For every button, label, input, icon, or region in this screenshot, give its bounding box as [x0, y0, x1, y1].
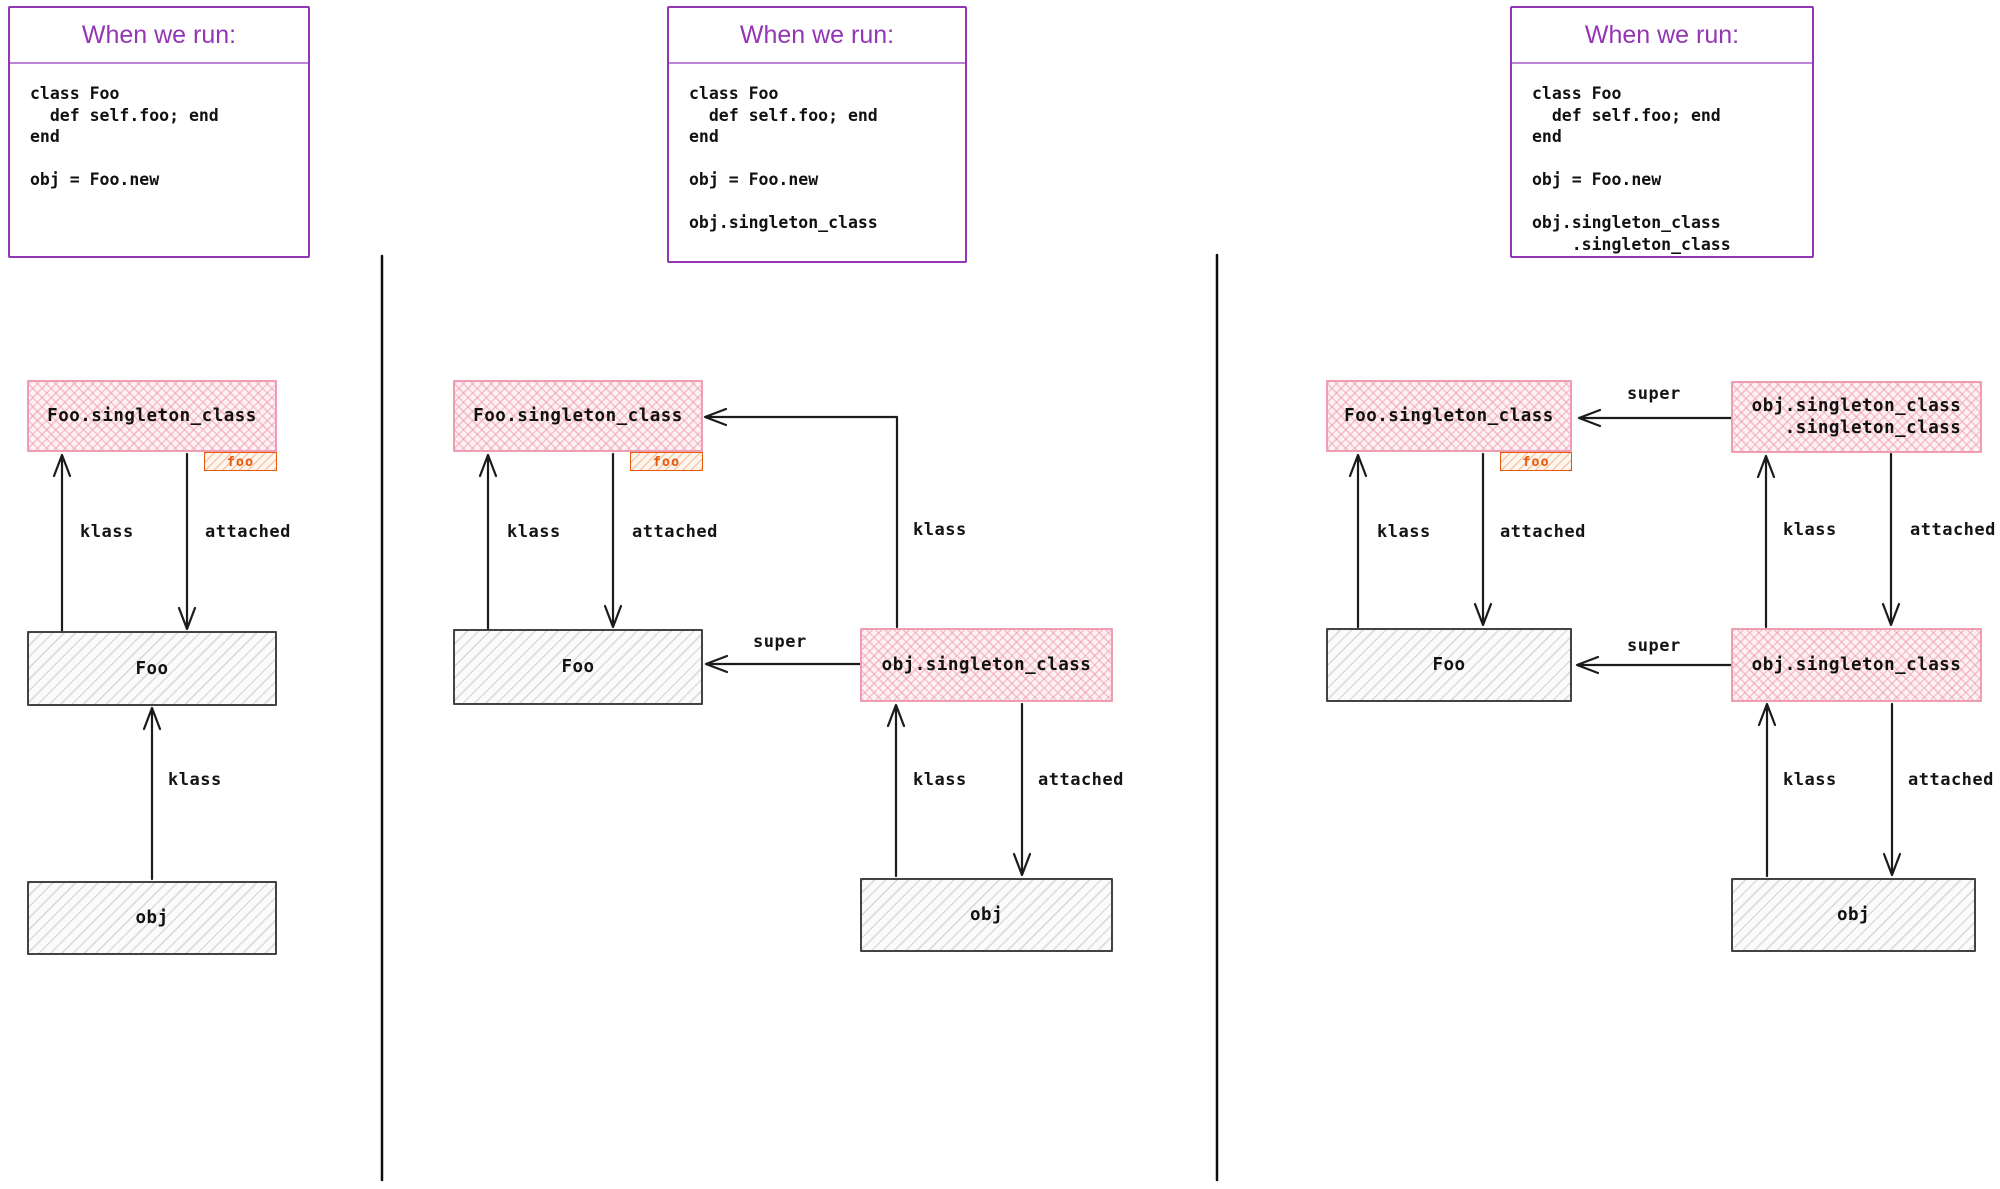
code-snippet: class Foo def self.foo; end end obj = Fo… — [30, 84, 219, 189]
arrow-klass-objsingleton-to-foosingleton — [703, 407, 899, 629]
edge-label-attached: attached — [1910, 520, 1996, 540]
code-snippet: class Foo def self.foo; end end obj = Fo… — [689, 84, 878, 232]
node-obj: obj — [27, 881, 277, 955]
code-snippet: class Foo def self.foo; end end obj = Fo… — [1532, 84, 1731, 254]
node-obj-singleton-singleton-class: obj.singleton_class.singleton_class — [1731, 381, 1982, 453]
edge-label-super: super — [1627, 636, 1681, 656]
code-box-title: When we run: — [1512, 8, 1812, 64]
arrow-klass-objsingleton-to-objss — [1756, 454, 1776, 629]
code-box-title: When we run: — [10, 8, 308, 64]
arrow-klass-foo-to-singleton — [478, 453, 498, 632]
arrow-super-objss-to-foosingleton — [1577, 408, 1733, 428]
edge-label-attached: attached — [1038, 770, 1124, 790]
node-foo-class: Foo — [453, 629, 703, 705]
edge-label-klass: klass — [913, 520, 967, 540]
node-obj-singleton-class: obj.singleton_class — [1731, 628, 1982, 702]
arrow-klass-foo-to-singleton — [1348, 453, 1368, 629]
node-label-two-lines: obj.singleton_class.singleton_class — [1751, 396, 1962, 438]
code-box: When we run: class Foo def self.foo; end… — [1510, 6, 1814, 258]
code-box-title: When we run: — [669, 8, 965, 64]
arrow-super-objsingleton-to-foo — [704, 654, 862, 674]
node-obj-singleton-class: obj.singleton_class — [860, 628, 1113, 702]
arrow-klass-obj-to-objsingleton — [886, 703, 906, 878]
arrow-attached-objsingleton-to-obj — [1882, 702, 1902, 877]
code-box: When we run: class Foo def self.foo; end… — [667, 6, 967, 263]
arrow-attached-singleton-to-foo — [1473, 452, 1493, 627]
arrow-attached-objss-to-objsingleton — [1881, 452, 1901, 627]
edge-label-klass: klass — [507, 522, 561, 542]
edge-label-attached: attached — [1908, 770, 1994, 790]
node-foo-class: Foo — [27, 631, 277, 706]
node-foo-class: Foo — [1326, 628, 1572, 702]
edge-label-super: super — [753, 632, 807, 652]
method-tag-foo: foo — [1500, 452, 1572, 471]
arrow-attached-singleton-to-foo — [603, 452, 623, 629]
arrow-super-objsingleton-to-foo — [1575, 655, 1733, 675]
edge-label-klass: klass — [1377, 522, 1431, 542]
arrow-klass-obj-to-objsingleton — [1757, 702, 1777, 878]
method-tag-foo: foo — [630, 452, 703, 471]
edge-label-attached: attached — [205, 522, 291, 542]
arrow-attached-singleton-to-foo — [177, 452, 197, 631]
edge-label-klass: klass — [913, 770, 967, 790]
edge-label-klass: klass — [1783, 520, 1837, 540]
edge-label-klass: klass — [80, 522, 134, 542]
code-box: When we run: class Foo def self.foo; end… — [8, 6, 310, 258]
arrow-klass-foo-to-singleton — [52, 453, 72, 634]
edge-label-klass: klass — [1783, 770, 1837, 790]
node-obj: obj — [1731, 878, 1976, 952]
node-foo-singleton-class: Foo.singleton_class — [453, 380, 703, 452]
method-tag-foo: foo — [204, 452, 277, 471]
edge-label-attached: attached — [1500, 522, 1586, 542]
node-foo-singleton-class: Foo.singleton_class — [1326, 380, 1572, 452]
arrow-klass-obj-to-foo — [142, 706, 162, 881]
arrow-attached-objsingleton-to-obj — [1012, 702, 1032, 877]
edge-label-klass: klass — [168, 770, 222, 790]
edge-label-super: super — [1627, 384, 1681, 404]
node-foo-singleton-class: Foo.singleton_class — [27, 380, 277, 452]
node-obj: obj — [860, 878, 1113, 952]
edge-label-attached: attached — [632, 522, 718, 542]
